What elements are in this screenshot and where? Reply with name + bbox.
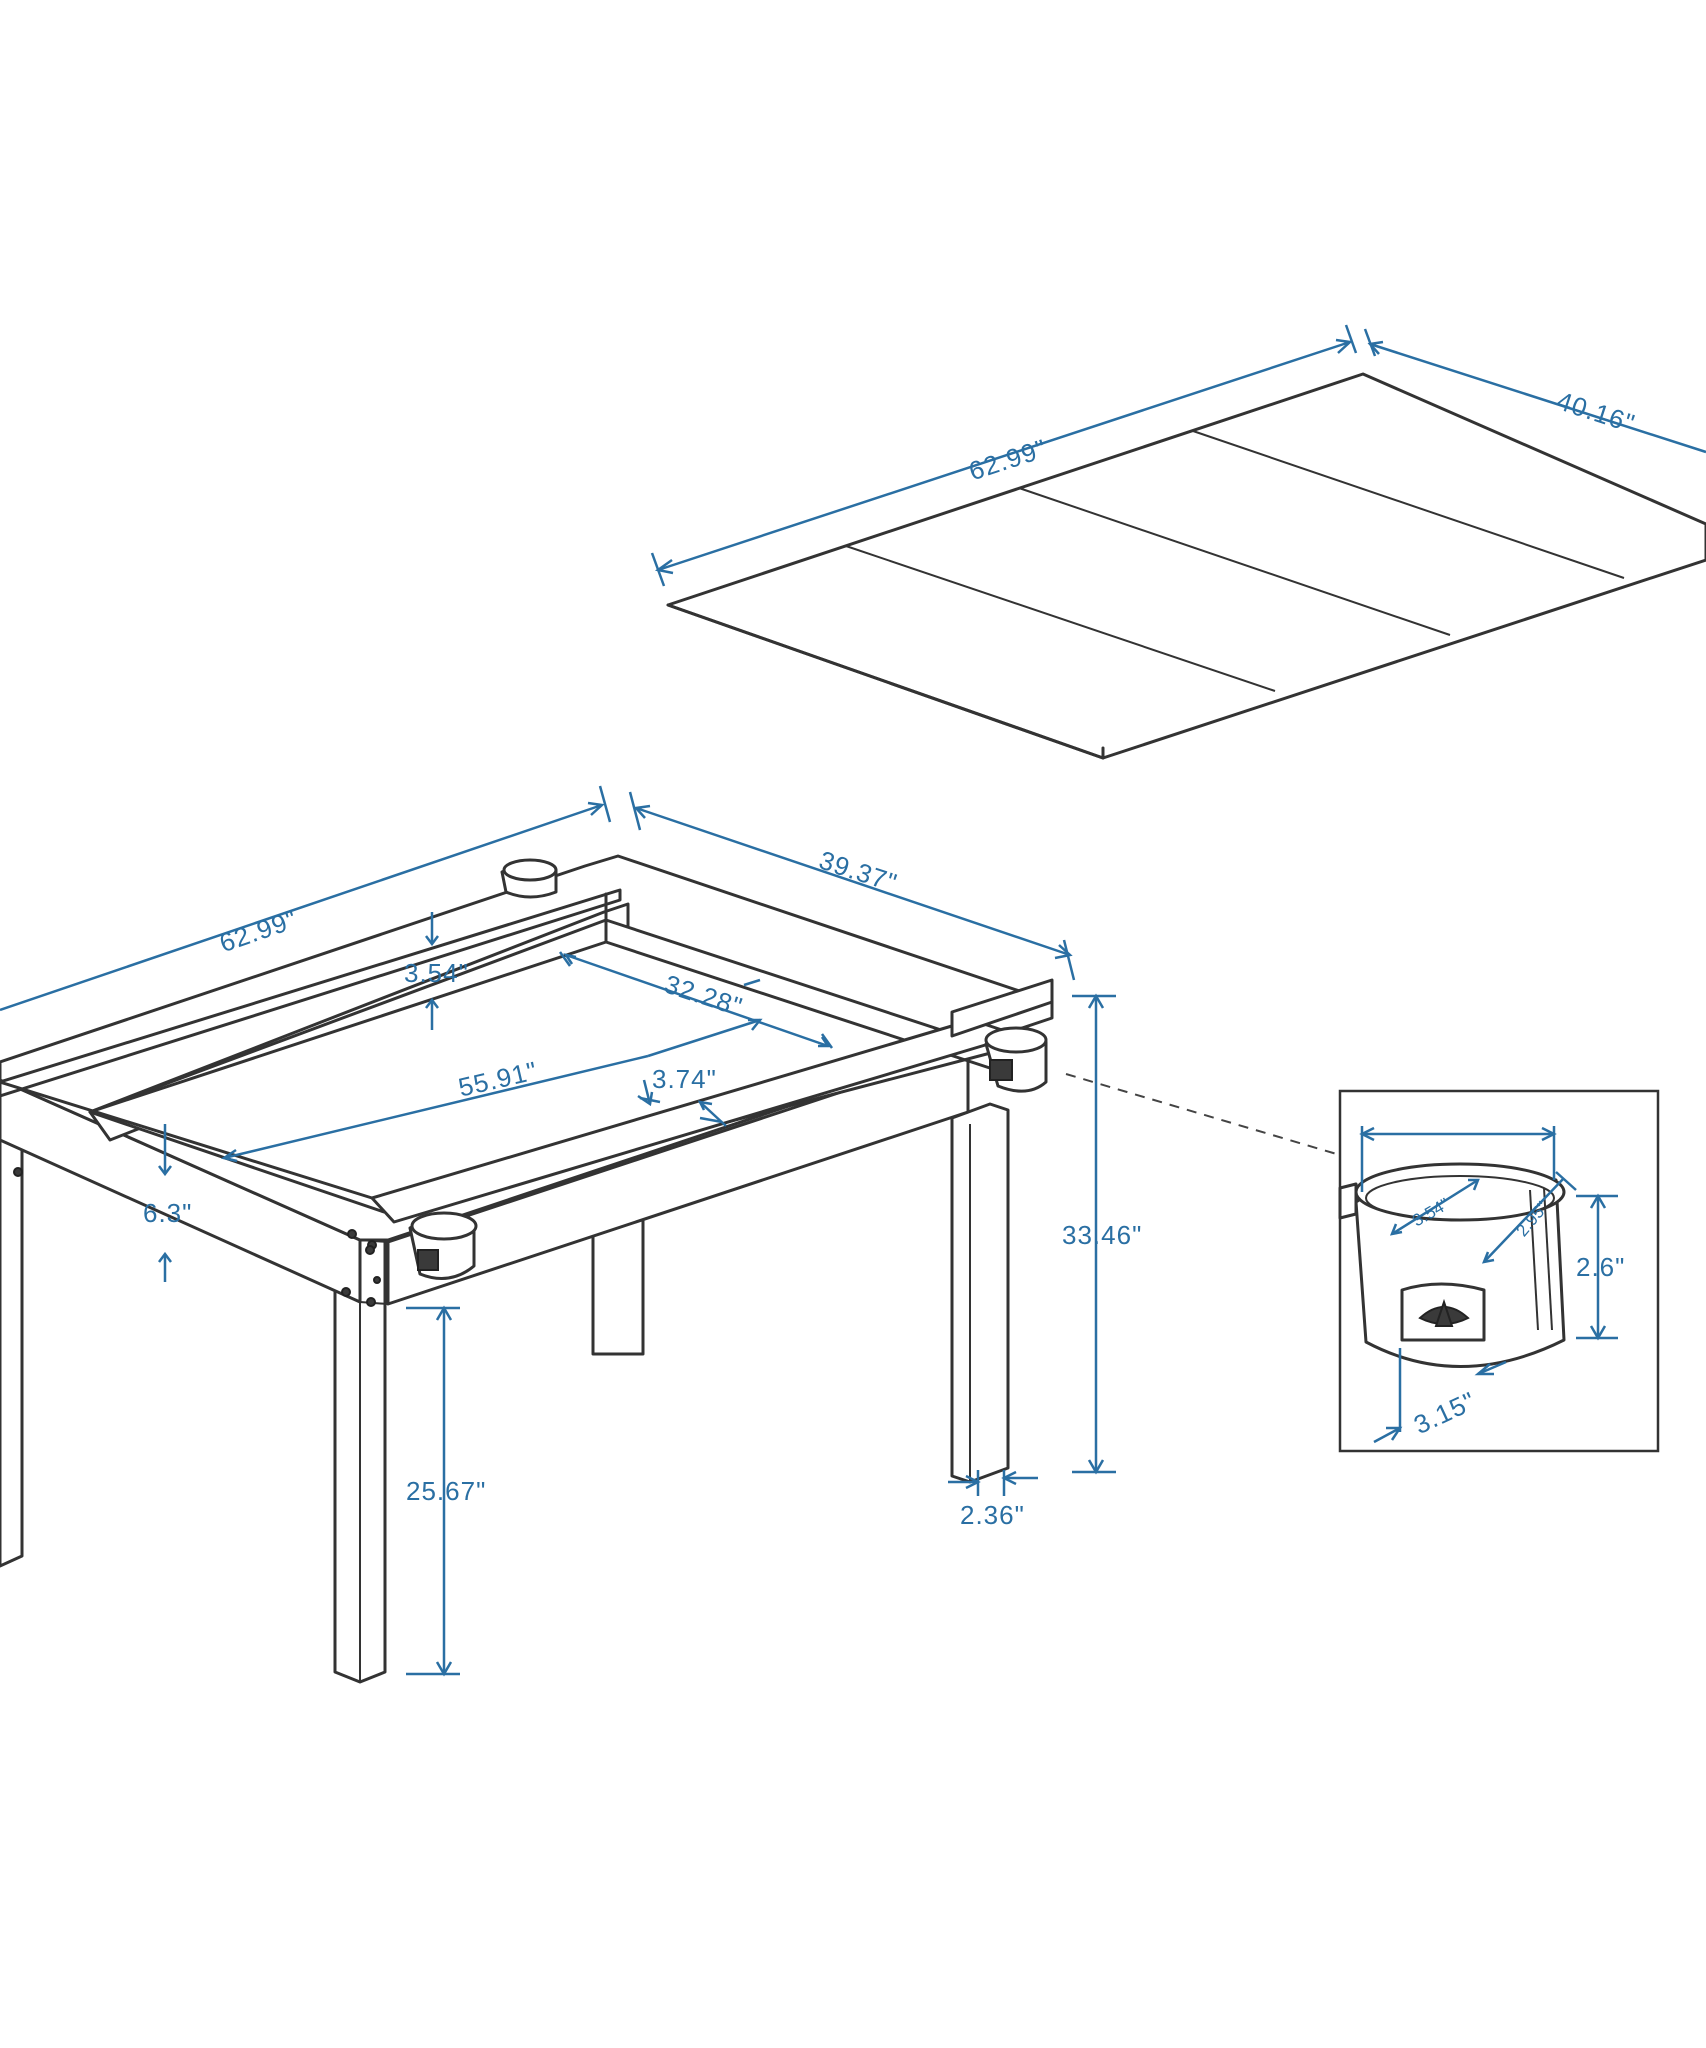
side-rail-dimension: 3.54"	[404, 912, 469, 1030]
cup-holder-detail	[1338, 1089, 1660, 1453]
cup-width-dimension	[1359, 1126, 1557, 1192]
leg-width-label: 2.36"	[960, 1500, 1025, 1530]
cup-holder-front-left	[408, 1211, 478, 1280]
detail-leader-line	[1065, 1073, 1341, 1156]
frame-width-label: 39.37"	[815, 845, 901, 898]
divider-width-dimension: 3.74"	[637, 1064, 727, 1127]
leg-height-label: 25.67"	[406, 1476, 486, 1506]
back-right-leg	[591, 1218, 645, 1356]
apron-height-label: 6.3"	[143, 1198, 192, 1228]
cup-holder-back	[500, 858, 558, 899]
left-leg	[0, 1118, 24, 1568]
side-rail-label: 3.54"	[404, 958, 469, 988]
tabletop-panel	[666, 372, 1706, 760]
cup-holder-front-right	[984, 1026, 1048, 1093]
tabletop-width-label: 40.16"	[1553, 385, 1639, 438]
cup-height-dimension: 2.6"	[1576, 1193, 1625, 1341]
table-frame	[0, 854, 1054, 1684]
total-height-dimension: 33.46"	[1062, 993, 1142, 1475]
divider-width-label: 3.74"	[652, 1064, 717, 1094]
cup-inner-diameter-dimension: 3.54"	[1389, 1178, 1480, 1236]
total-height-label: 33.46"	[1062, 1220, 1142, 1250]
cup-height-label: 2.6"	[1576, 1252, 1625, 1282]
leg-width-dimension: 2.36"	[948, 1470, 1038, 1530]
front-right-leg	[950, 1102, 1010, 1484]
tabletop-length-label: 62.99"	[965, 433, 1051, 486]
apron-height-dimension: 6.3"	[143, 1124, 192, 1282]
leg-height-dimension: 25.67"	[406, 1305, 486, 1677]
frame-length-label: 62.99"	[216, 904, 302, 959]
